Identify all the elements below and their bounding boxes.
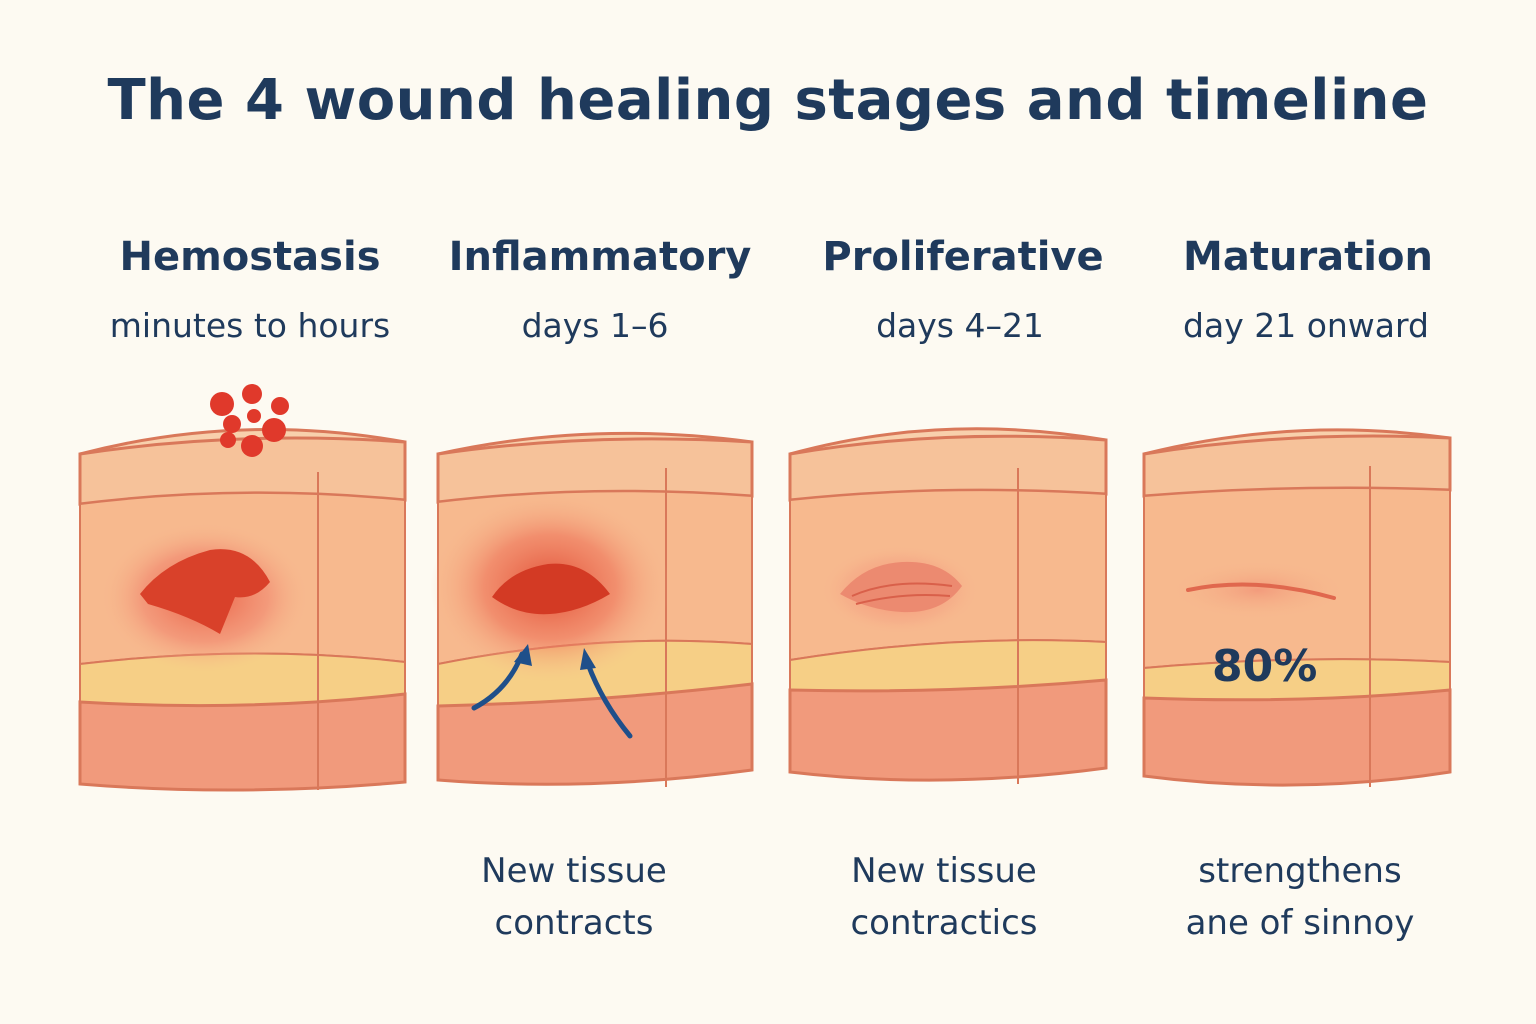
page-title: The 4 wound healing stages and timeline — [107, 68, 1429, 133]
stage-time-hemostasis: minutes to hours — [109, 306, 391, 345]
stage-time-proliferative: days 4–21 — [876, 306, 1044, 345]
caption-line: ane of sinnoy — [1185, 903, 1415, 943]
stage-name-proliferative: Proliferative — [822, 234, 1104, 280]
caption-line: contracts — [494, 903, 654, 943]
caption-line: New tissue — [851, 851, 1037, 891]
stage-name-maturation: Maturation — [1183, 234, 1433, 280]
skin-block-hemostasis — [78, 384, 407, 792]
blood-clot-icon — [210, 384, 289, 457]
upward-arrow-icon — [580, 648, 633, 739]
strength-percentage: 80% — [1212, 641, 1318, 692]
caption-proliferative: New tissue contractics — [754, 845, 1134, 949]
skin-block-maturation — [1142, 428, 1452, 787]
scar-line — [1186, 582, 1336, 600]
caption-inflammatory: New tissue contracts — [384, 845, 764, 949]
caption-maturation: strengthens ane of sinnoy — [1110, 845, 1490, 949]
stage-time-maturation: day 21 onward — [1183, 306, 1429, 345]
caption-line: contractics — [850, 903, 1038, 943]
stage-name-inflammatory: Inflammatory — [448, 234, 752, 280]
wound — [140, 549, 270, 634]
muscle-layer — [78, 692, 407, 792]
caption-line: strengthens — [1198, 851, 1402, 891]
stage-name-hemostasis: Hemostasis — [119, 234, 381, 280]
upward-arrow-icon — [471, 644, 532, 711]
skin-block-proliferative — [788, 427, 1108, 784]
skin-block-inflammatory — [430, 431, 754, 787]
stage-time-inflammatory: days 1–6 — [521, 306, 669, 345]
caption-line: New tissue — [481, 851, 667, 891]
